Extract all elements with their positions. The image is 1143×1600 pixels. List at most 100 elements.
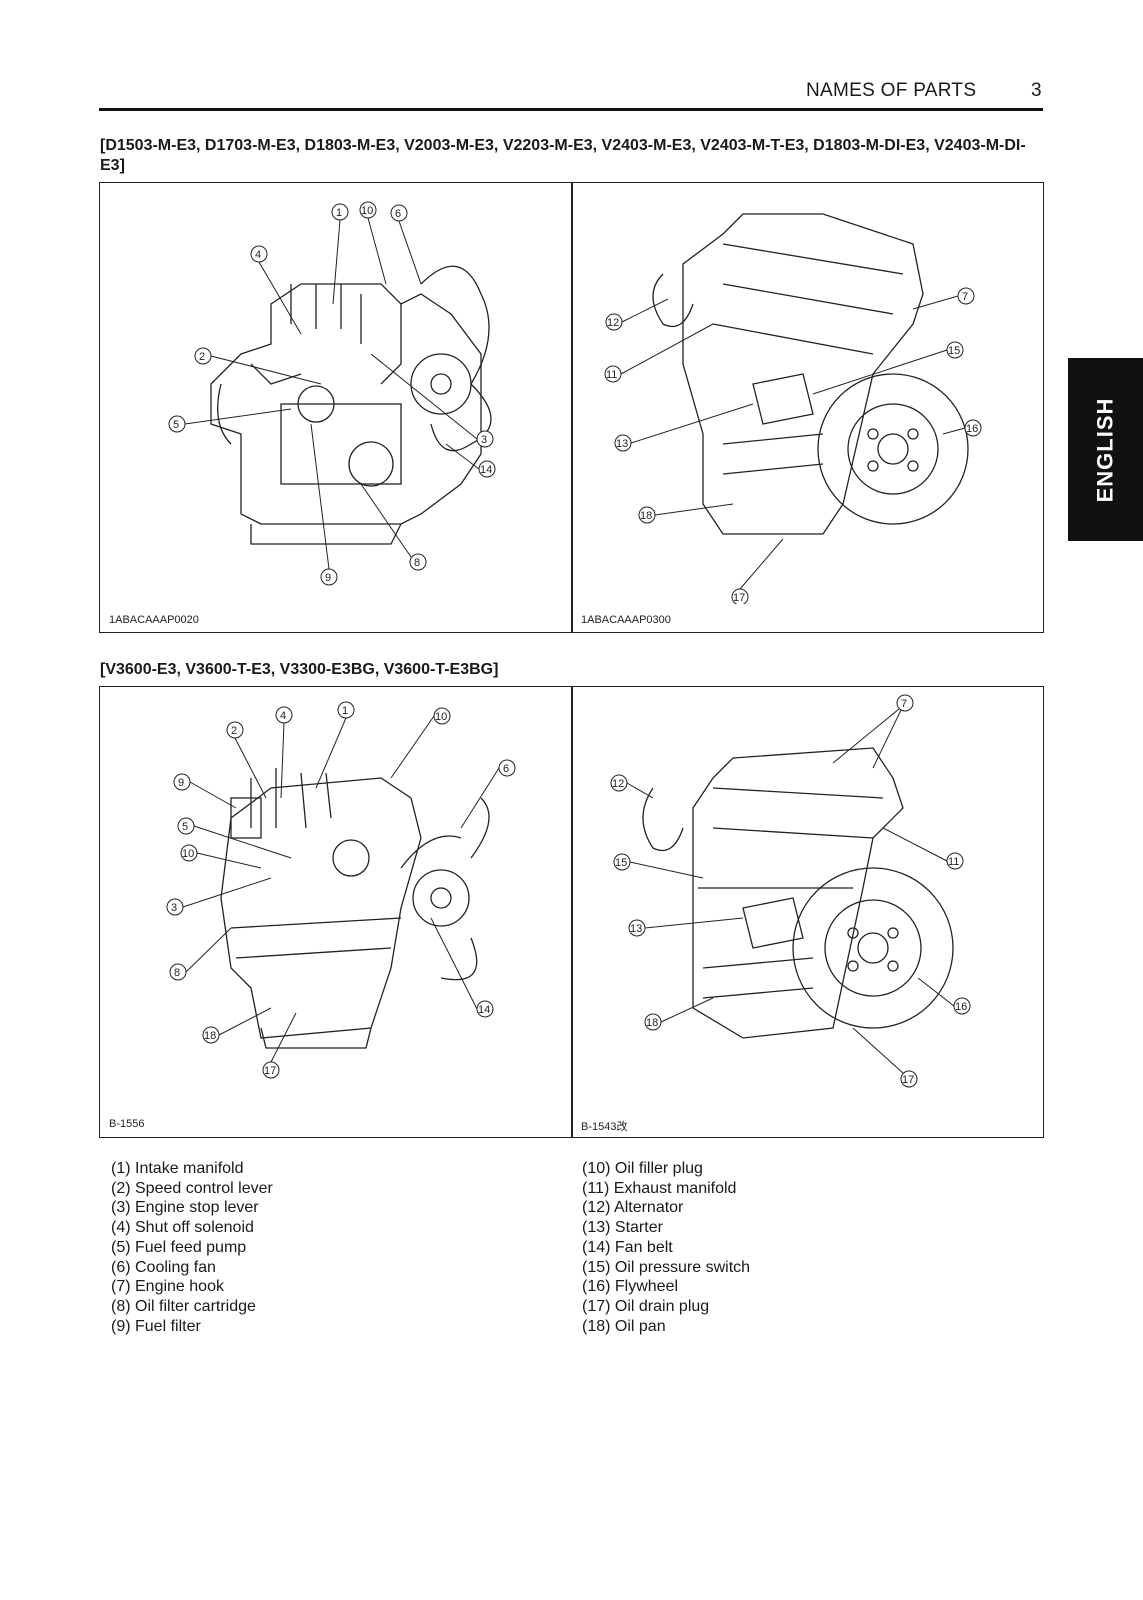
callout-6: 6 bbox=[390, 204, 408, 222]
legend-item: (15) Oil pressure switch bbox=[582, 1258, 751, 1276]
legend-right: (10) Oil filler plug (11) Exhaust manifo… bbox=[582, 1159, 750, 1336]
callout-4: 4 bbox=[250, 245, 268, 263]
callout-5: 5 bbox=[168, 415, 186, 433]
svg-text:11: 11 bbox=[606, 369, 617, 381]
legend-item: (7) Engine hook bbox=[111, 1278, 224, 1296]
svg-text:2: 2 bbox=[199, 351, 205, 363]
callout-18: 18 bbox=[638, 506, 656, 524]
legend-item: (1) Intake manifold bbox=[111, 1160, 244, 1177]
svg-text:9: 9 bbox=[325, 572, 331, 584]
callout-9: 9 bbox=[320, 568, 338, 586]
callout-5: 5 bbox=[177, 817, 195, 835]
callout-10: 10 bbox=[359, 201, 377, 219]
legend-item: (4) Shut off solenoid bbox=[111, 1219, 254, 1237]
svg-text:6: 6 bbox=[503, 763, 509, 775]
section-title-models-2: [V3600-E3, V3600-T-E3, V3300-E3BG, V3600… bbox=[100, 661, 499, 678]
svg-text:1: 1 bbox=[336, 207, 342, 219]
svg-text:17: 17 bbox=[733, 592, 745, 604]
svg-text:3: 3 bbox=[171, 902, 177, 914]
callout-3: 3 bbox=[476, 430, 494, 448]
legend-item: (3) Engine stop lever bbox=[111, 1199, 259, 1217]
callout-17: 17 bbox=[900, 1070, 918, 1088]
callout-1: 1 bbox=[331, 203, 349, 221]
callout-16: 16 bbox=[953, 997, 971, 1015]
callout-17: 17 bbox=[262, 1061, 280, 1079]
svg-text:10: 10 bbox=[361, 205, 373, 217]
figure-code: 1ABACAAAP0020 bbox=[109, 614, 199, 626]
callout-10: 10 bbox=[180, 844, 198, 862]
legend-item: (13) Starter bbox=[582, 1219, 663, 1237]
svg-text:2: 2 bbox=[231, 725, 237, 737]
svg-text:16: 16 bbox=[966, 423, 978, 435]
callout-17: 17 bbox=[731, 588, 749, 604]
svg-text:7: 7 bbox=[962, 291, 968, 303]
figure-code: B-1543改 bbox=[581, 1121, 628, 1133]
legend-left: (1) Intake manifold (2) Speed control le… bbox=[111, 1159, 273, 1336]
callout-14: 14 bbox=[478, 460, 496, 478]
svg-text:10: 10 bbox=[435, 711, 447, 723]
callout-13: 13 bbox=[628, 919, 646, 937]
svg-text:16: 16 bbox=[955, 1001, 967, 1013]
legend-item: (18) Oil pan bbox=[582, 1317, 666, 1335]
svg-text:17: 17 bbox=[902, 1074, 914, 1086]
language-tab-label: ENGLISH bbox=[1092, 397, 1118, 502]
svg-text:6: 6 bbox=[395, 208, 401, 220]
svg-text:14: 14 bbox=[480, 464, 492, 476]
legend-item: (10) Oil filler plug bbox=[582, 1160, 703, 1177]
callout-18: 18 bbox=[202, 1026, 220, 1044]
callout-10: 10 bbox=[433, 707, 451, 725]
legend-item: (14) Fan belt bbox=[582, 1238, 673, 1256]
figure-code: B-1556 bbox=[109, 1118, 145, 1130]
callout-8: 8 bbox=[169, 963, 187, 981]
callout-4: 4 bbox=[275, 706, 293, 724]
callout-3: 3 bbox=[166, 898, 184, 916]
callout-9: 9 bbox=[173, 773, 191, 791]
callout-13: 13 bbox=[614, 434, 632, 452]
engine-rear-illustration: 7 12 15 11 16 13 18 17 bbox=[604, 213, 982, 604]
running-header-title: NAMES OF PARTS bbox=[806, 80, 977, 101]
language-tab: ENGLISH bbox=[1068, 358, 1143, 541]
legend-item: (8) Oil filter cartridge bbox=[111, 1297, 256, 1315]
svg-text:17: 17 bbox=[264, 1065, 276, 1077]
svg-text:14: 14 bbox=[478, 1004, 490, 1016]
svg-text:11: 11 bbox=[948, 856, 959, 868]
svg-text:18: 18 bbox=[646, 1017, 658, 1029]
svg-text:15: 15 bbox=[948, 345, 960, 357]
legend-item: (17) Oil drain plug bbox=[582, 1297, 710, 1315]
figure-divider bbox=[571, 686, 573, 1138]
callout-16: 16 bbox=[964, 419, 982, 437]
page-number: 3 bbox=[1031, 80, 1042, 101]
svg-text:8: 8 bbox=[174, 967, 180, 979]
callout-1: 1 bbox=[337, 701, 355, 719]
engine-front-illustration: 1 10 6 4 2 5 3 14 9 8 bbox=[168, 201, 496, 586]
svg-text:7: 7 bbox=[901, 698, 907, 710]
callout-2: 2 bbox=[194, 347, 212, 365]
legend-item: (12) Alternator bbox=[582, 1199, 684, 1217]
svg-text:8: 8 bbox=[414, 557, 420, 569]
svg-text:13: 13 bbox=[630, 923, 642, 935]
figure-code: 1ABACAAAP0300 bbox=[581, 614, 671, 626]
svg-text:10: 10 bbox=[182, 848, 194, 860]
svg-text:12: 12 bbox=[612, 778, 624, 790]
legend-item: (6) Cooling fan bbox=[111, 1258, 216, 1276]
legend-item: (2) Speed control lever bbox=[111, 1179, 273, 1197]
svg-text:4: 4 bbox=[280, 710, 286, 722]
svg-text:15: 15 bbox=[615, 857, 627, 869]
legend-item: (11) Exhaust manifold bbox=[582, 1179, 737, 1197]
callout-8: 8 bbox=[409, 553, 427, 571]
callout-12: 12 bbox=[605, 313, 623, 331]
callout-14: 14 bbox=[476, 1000, 494, 1018]
callout-11: 11 bbox=[604, 365, 622, 383]
callout-15: 15 bbox=[613, 853, 631, 871]
callout-18: 18 bbox=[644, 1013, 662, 1031]
callout-12: 12 bbox=[610, 774, 628, 792]
header-rule bbox=[99, 108, 1043, 111]
engine-rear-illustration: 7 12 11 15 13 16 18 17 bbox=[610, 694, 971, 1088]
svg-text:5: 5 bbox=[173, 419, 179, 431]
legend-item: (5) Fuel feed pump bbox=[111, 1238, 247, 1256]
legend-item: (16) Flywheel bbox=[582, 1278, 679, 1296]
figure-divider bbox=[571, 182, 573, 633]
callout-15: 15 bbox=[946, 341, 964, 359]
svg-text:12: 12 bbox=[607, 317, 619, 329]
callout-7: 7 bbox=[896, 694, 914, 712]
